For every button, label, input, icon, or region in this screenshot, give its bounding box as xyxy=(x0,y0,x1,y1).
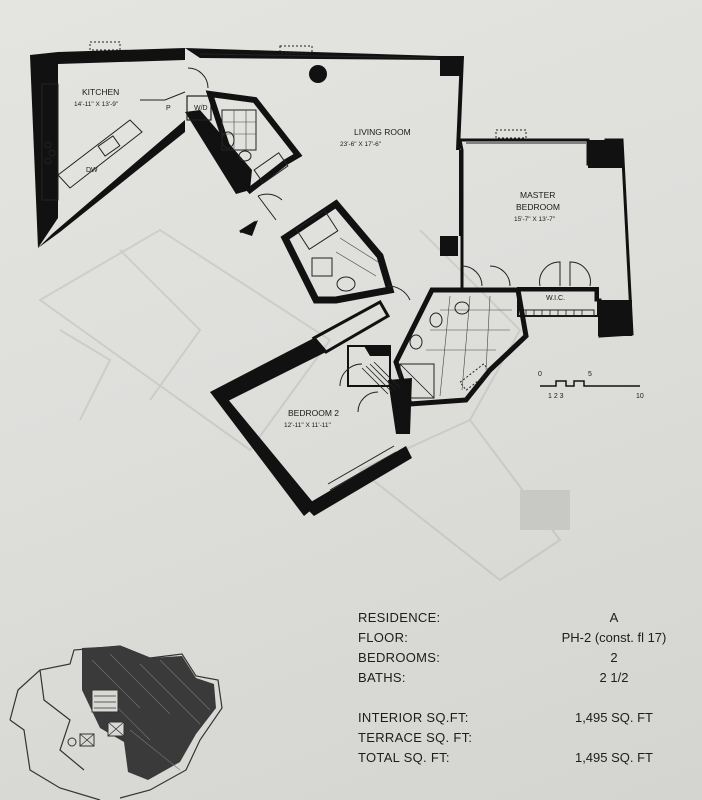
spec-value: 2 1/2 xyxy=(599,670,629,685)
core-bath-and-hall xyxy=(205,90,303,236)
second-bath xyxy=(280,199,411,304)
dishwasher-label: DW xyxy=(86,167,98,174)
spec-row-floor: FLOOR: PH-2 (const. fl 17) xyxy=(358,630,678,650)
master-bath xyxy=(393,287,529,407)
pantry-label: P xyxy=(166,105,171,112)
spec-value: 1,495 SQ. FT xyxy=(574,750,654,765)
key-plan-thumbnail xyxy=(9,645,223,800)
scale-tick-0: 0 xyxy=(538,371,542,378)
master-bedroom-walls xyxy=(458,129,634,338)
living-room-walls xyxy=(185,45,464,256)
master-bedroom-label-line1: MASTER xyxy=(520,190,555,200)
living-room-dimensions: 23'-6" X 17'-6" xyxy=(340,141,382,148)
spec-value: PH-2 (const. fl 17) xyxy=(561,630,667,645)
bedroom-2-label: BEDROOM 2 xyxy=(288,408,339,418)
scale-bar: 0 5 1 2 3 10 xyxy=(538,371,644,400)
kitchen-wing xyxy=(30,41,252,248)
spec-row-total-sqft: TOTAL SQ. FT: 1,495 SQ. FT xyxy=(358,750,678,770)
washer-dryer-label: W/D xyxy=(194,105,208,112)
kitchen-label: KITCHEN xyxy=(82,87,119,97)
spec-row-bedrooms: BEDROOMS: 2 xyxy=(358,650,678,670)
spec-label: TOTAL SQ. FT: xyxy=(358,750,450,765)
spec-label: RESIDENCE: xyxy=(358,610,441,625)
scale-tick-10: 10 xyxy=(636,393,644,400)
master-bedroom-dimensions: 15'-7" X 13'-7" xyxy=(514,216,556,223)
bedroom-2-walls xyxy=(210,299,412,516)
spec-value: 2 xyxy=(610,650,618,665)
bleed-through-plan xyxy=(38,228,570,582)
spec-label: INTERIOR SQ.FT: xyxy=(358,710,469,725)
spec-label: FLOOR: xyxy=(358,630,409,645)
master-bedroom-label-line2: BEDROOM xyxy=(516,202,560,212)
spec-row-terrace-sqft: TERRACE SQ. FT: xyxy=(358,730,678,750)
floor-plan-diagram: KITCHEN 14'-11" X 13'-9" W/D P DW LIVING… xyxy=(30,41,644,582)
bedroom-2-dimensions: 12'-11" X 11'-11" xyxy=(284,422,332,429)
spec-value: A xyxy=(609,610,619,625)
spec-label: TERRACE SQ. FT: xyxy=(358,730,473,745)
spec-value: 1,495 SQ. FT xyxy=(574,710,654,725)
spec-row-baths: BATHS: 2 1/2 xyxy=(358,670,678,690)
walk-in-closet-label: W.I.C. xyxy=(546,295,565,302)
spec-label: BATHS: xyxy=(358,670,406,685)
scale-tick-5: 5 xyxy=(588,371,592,378)
spec-row-interior-sqft: INTERIOR SQ.FT: 1,495 SQ. FT xyxy=(358,710,678,730)
spec-row-residence: RESIDENCE: A xyxy=(358,610,678,630)
living-room-label: LIVING ROOM xyxy=(354,127,411,137)
scale-ticks-1-2-3: 1 2 3 xyxy=(548,393,564,400)
kitchen-dimensions: 14'-11" X 13'-9" xyxy=(74,101,119,108)
spec-label: BEDROOMS: xyxy=(358,650,441,665)
